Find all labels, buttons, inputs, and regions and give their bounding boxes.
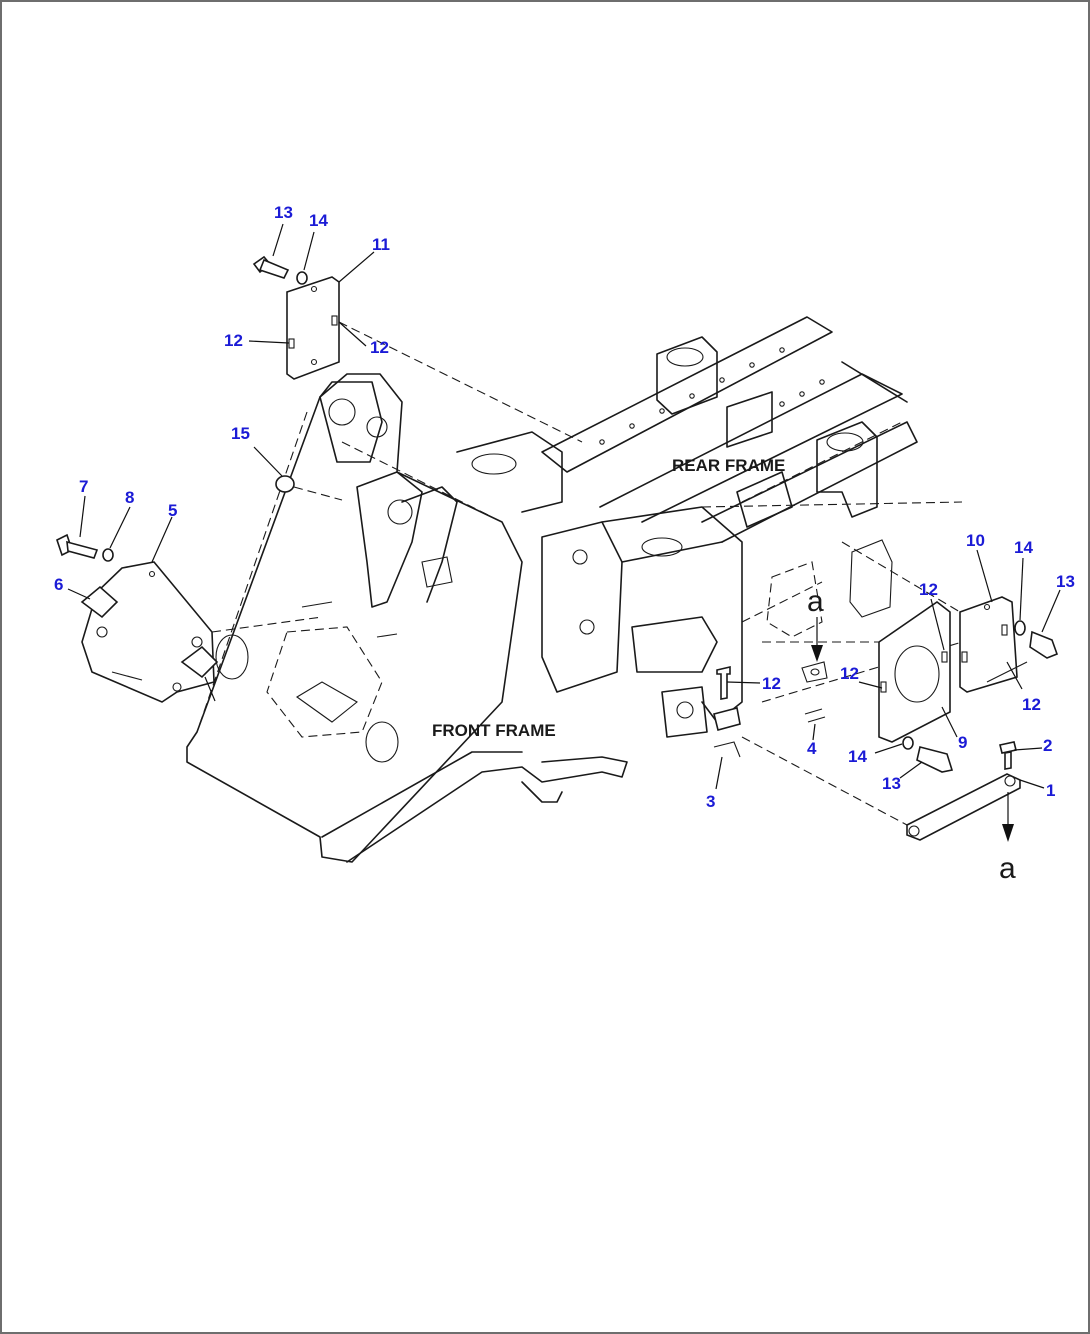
callout-12-r1: 12 [919,580,938,599]
callout-numbers: 13 14 11 12 12 15 7 8 5 6 10 14 13 12 12… [54,203,1075,811]
leader-lines [67,223,1061,790]
bolt-13-top [252,255,308,285]
callout-13-bottom: 13 [882,774,901,793]
callout-14-bottom: 14 [848,747,867,766]
bolt-2 [999,741,1017,770]
callout-10: 10 [966,531,985,550]
callout-12-top-right: 12 [370,338,389,357]
cover-plate-10 [841,541,1028,693]
cover-plate-11 [286,276,583,443]
view-marker-label-bottom: a [999,852,1016,885]
bolt-13-bottom [902,736,954,773]
view-marker-a: a a [807,585,1016,885]
opening-gasket [766,539,893,638]
callout-5: 5 [168,501,177,520]
callout-12-top-left: 12 [224,331,243,350]
callout-2: 2 [1043,736,1052,755]
callout-11: 11 [372,235,390,254]
callout-1: 1 [1046,781,1055,800]
callout-14-right: 14 [1014,538,1033,557]
callout-8: 8 [125,488,134,507]
callout-6: 6 [54,575,63,594]
plug-15 [275,475,343,501]
callout-12-r4: 12 [1022,695,1041,714]
callout-13-right: 13 [1056,572,1075,591]
front-frame-label: FRONT FRAME [432,721,556,740]
cover-plate-5 [80,561,323,703]
callout-12-r3: 12 [762,674,781,693]
callout-7: 7 [79,477,88,496]
callout-13-top: 13 [274,203,293,222]
callout-3: 3 [706,792,715,811]
callout-14-top: 14 [309,211,328,230]
lock-bar-1 [741,736,1021,841]
bolt-7 [56,533,114,562]
callout-12-r2: 12 [840,664,859,683]
rear-frame-label: REAR FRAME [672,456,785,475]
pin-12-center [713,661,828,758]
callout-9: 9 [958,733,967,752]
cover-plate-9 [762,601,951,743]
rear-frame-drawing: REAR FRAME [541,316,918,543]
front-frame-drawing: FRONT FRAME [186,373,963,863]
view-marker-label-top: a [807,585,824,618]
callout-15: 15 [231,424,250,443]
bolt-13-right [1014,620,1059,659]
callout-4: 4 [807,739,817,758]
